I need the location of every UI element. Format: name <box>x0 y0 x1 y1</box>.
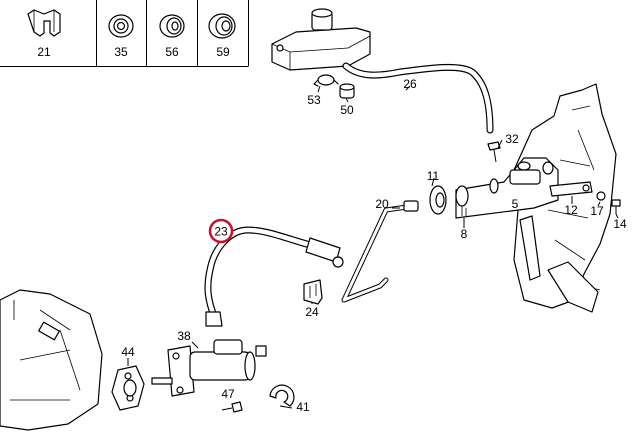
callout-23: 23 <box>214 225 228 239</box>
pin[interactable] <box>461 206 467 216</box>
callout-12[interactable]: 12 <box>564 203 578 217</box>
callout-14[interactable]: 14 <box>613 217 627 231</box>
callout-50[interactable]: 50 <box>340 103 354 117</box>
callout-24[interactable]: 24 <box>305 305 319 319</box>
legend-label-21: 21 <box>37 45 51 59</box>
legend-label-35: 35 <box>114 45 128 59</box>
callouts: 26 53 50 32 11 5 12 17 14 20 8 24 38 44 … <box>121 77 627 414</box>
callout-47[interactable]: 47 <box>221 387 235 401</box>
callout-20[interactable]: 20 <box>375 197 389 211</box>
callout-38[interactable]: 38 <box>177 329 191 343</box>
callout-41[interactable]: 41 <box>296 400 310 414</box>
fluid-reservoir[interactable] <box>271 8 371 71</box>
gasket[interactable] <box>111 365 145 411</box>
callout-44[interactable]: 44 <box>121 345 135 359</box>
callout-26[interactable]: 26 <box>403 77 417 91</box>
gearbox-housing[interactable] <box>0 289 103 431</box>
hose-clamp[interactable] <box>313 74 339 87</box>
grommet-icon[interactable] <box>159 14 185 38</box>
grommet-icon[interactable] <box>108 14 134 38</box>
leader-lines <box>127 85 619 409</box>
bolt[interactable] <box>611 199 621 214</box>
legend-label-56: 56 <box>165 45 179 59</box>
callout-8[interactable]: 8 <box>461 227 468 241</box>
legend-label-59: 59 <box>216 45 230 59</box>
callout-23-highlight[interactable]: 23 <box>208 218 234 244</box>
hose-bracket[interactable] <box>303 279 323 305</box>
seal[interactable] <box>429 185 447 215</box>
callout-17[interactable]: 17 <box>590 204 604 218</box>
pedal-assembly[interactable] <box>513 83 617 313</box>
cap[interactable] <box>339 83 355 99</box>
pushrod[interactable] <box>549 181 593 197</box>
highlight-ring <box>208 218 234 244</box>
legend-table: 21 35 56 59 <box>0 0 249 67</box>
callout-53[interactable]: 53 <box>307 93 321 107</box>
slave-cylinder[interactable] <box>151 339 267 397</box>
callout-11[interactable]: 11 <box>427 169 440 183</box>
clip-icon[interactable] <box>27 9 61 37</box>
bleeder-bolt[interactable] <box>487 141 501 163</box>
mounting-bolt[interactable] <box>221 401 243 413</box>
pipe-fitting[interactable] <box>403 200 419 212</box>
callout-32[interactable]: 32 <box>505 132 519 146</box>
hose-end-fitting[interactable] <box>205 237 344 327</box>
washer[interactable] <box>596 191 606 201</box>
retaining-clip[interactable] <box>269 384 295 407</box>
grommet-icon[interactable] <box>208 13 236 39</box>
callout-5[interactable]: 5 <box>512 197 519 211</box>
